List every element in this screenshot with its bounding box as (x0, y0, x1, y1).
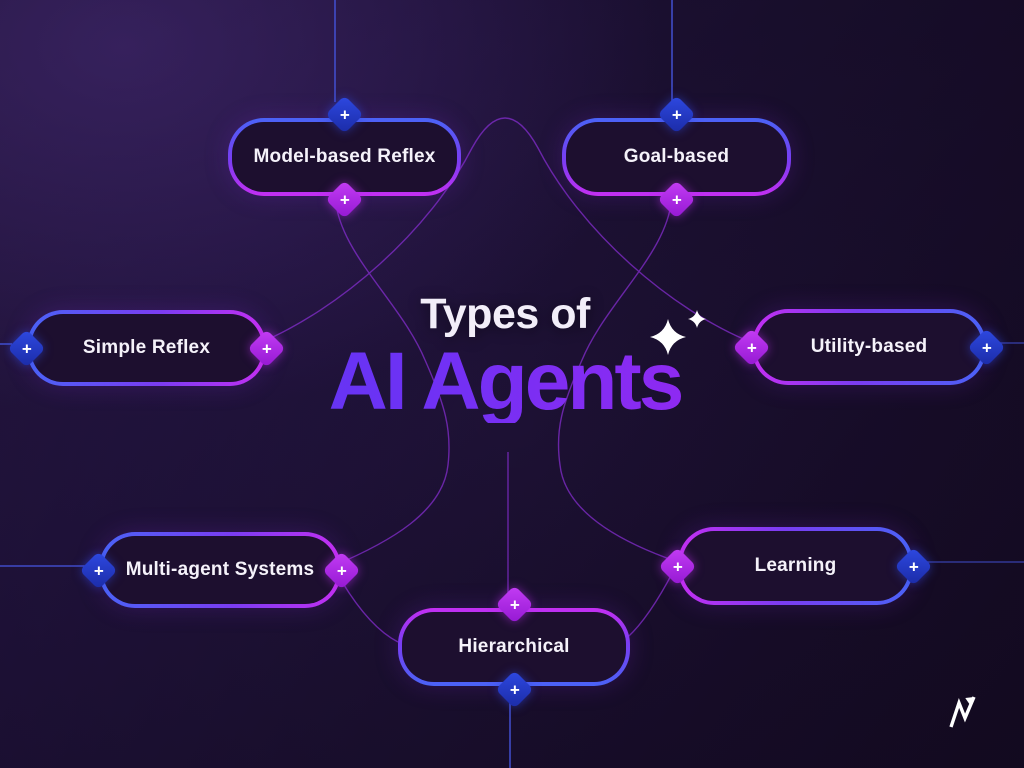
connector-curve (332, 191, 450, 567)
node-model-based-reflex[interactable]: + + Model-based Reflex (228, 95, 461, 219)
node-goal-based[interactable]: + + Goal-based (562, 95, 791, 219)
node-label: Multi-agent Systems (125, 559, 315, 580)
plus-icon: + (336, 560, 347, 580)
plus-icon: + (746, 337, 757, 357)
node-multi-agent-systems[interactable]: + + Multi-agent Systems (79, 532, 361, 608)
plus-icon: + (509, 680, 519, 699)
node-learning[interactable]: + + Learning (658, 527, 933, 605)
plus-icon: + (908, 556, 919, 576)
plus-icon: + (509, 595, 519, 614)
plus-icon: + (261, 338, 272, 358)
connector-curve (557, 191, 679, 563)
plus-icon: + (21, 338, 32, 358)
sparkle-icon (650, 310, 706, 355)
node-label: Goal-based (623, 146, 730, 167)
node-label: Utility-based (811, 336, 928, 358)
title-line-2: AI Agents (0, 341, 1010, 423)
brand-logo-m-arrow-icon (949, 696, 976, 728)
node-label: Hierarchical (458, 636, 570, 657)
plus-icon: + (339, 105, 350, 124)
connector-curve (256, 117, 754, 345)
plus-icon: + (671, 190, 682, 209)
node-simple-reflex[interactable]: + + Simple Reflex (7, 310, 286, 386)
node-utility-based[interactable]: + + Utility-based (732, 309, 1006, 385)
node-label: Simple Reflex (83, 337, 210, 359)
page-title: Types of AI Agents (0, 290, 1010, 423)
node-label: Learning (754, 555, 837, 576)
plus-icon: + (981, 337, 992, 357)
plus-icon: + (671, 105, 682, 124)
title-line-1: Types of (420, 290, 590, 338)
plus-icon: + (93, 560, 104, 580)
node-hierarchical[interactable]: + + Hierarchical (398, 585, 630, 709)
plus-icon: + (339, 190, 350, 209)
node-label: Model-based Reflex (253, 146, 436, 167)
plus-icon: + (672, 556, 683, 576)
